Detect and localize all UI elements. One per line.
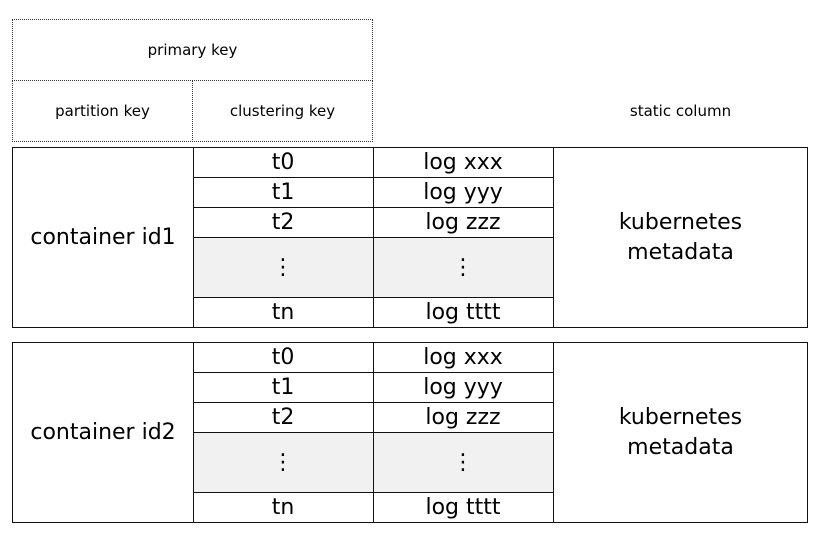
- divider: [193, 432, 553, 433]
- clustering-key-cell: t0: [193, 148, 373, 177]
- log-value-cell: log yyy: [373, 178, 553, 207]
- clustering-key-cell: t1: [193, 373, 373, 402]
- row-value: log yyy: [423, 374, 503, 400]
- clustering-key-label: clustering key: [229, 102, 336, 120]
- log-value-cell: log zzz: [373, 208, 553, 237]
- static-line: kubernetes: [618, 209, 743, 235]
- log-value-cell: log tttt: [373, 298, 553, 327]
- static-line: metadata: [627, 434, 734, 460]
- ellipsis-glyph: ⋮: [272, 254, 294, 280]
- row-value: log yyy: [423, 179, 503, 205]
- divider: [193, 237, 553, 238]
- log-value-cell: log tttt: [373, 493, 553, 522]
- divider: [193, 402, 553, 403]
- partition-block-1: container id1 t0 log xxx t1 log yyy t2 l…: [12, 147, 808, 328]
- partition-key-value: container id2: [30, 420, 176, 445]
- primary-key-label: primary key: [147, 41, 238, 59]
- row-value: log zzz: [425, 209, 501, 235]
- partition-key-header: partition key: [12, 80, 193, 142]
- partition-key-value: container id1: [30, 225, 176, 250]
- ellipsis-key: ⋮: [193, 433, 373, 492]
- log-value-cell: log xxx: [373, 343, 553, 372]
- divider: [193, 207, 553, 208]
- divider: [553, 343, 554, 522]
- partition-key-cell: container id1: [13, 148, 193, 327]
- clustering-key-cell: tn: [193, 493, 373, 522]
- ellipsis-glyph: ⋮: [452, 254, 474, 280]
- clustering-key-header: clustering key: [192, 80, 373, 142]
- log-value-cell: log zzz: [373, 403, 553, 432]
- clustering-key-cell: t2: [193, 403, 373, 432]
- row-value: log zzz: [425, 404, 501, 430]
- divider: [193, 372, 553, 373]
- static-column-cell: kubernetes metadata: [554, 343, 807, 530]
- ellipsis-glyph: ⋮: [272, 449, 294, 475]
- row-key: t2: [271, 404, 295, 430]
- row-key: t0: [271, 344, 295, 370]
- row-key: tn: [271, 494, 295, 520]
- divider: [193, 492, 553, 493]
- divider: [193, 177, 553, 178]
- clustering-key-cell: tn: [193, 298, 373, 327]
- static-line: metadata: [627, 239, 734, 265]
- ellipsis-key: ⋮: [193, 238, 373, 297]
- static-column-label: static column: [629, 102, 732, 120]
- row-value: log xxx: [423, 344, 503, 370]
- row-key: t2: [271, 209, 295, 235]
- log-value-cell: log xxx: [373, 148, 553, 177]
- static-line: kubernetes: [618, 404, 743, 430]
- ellipsis-value: ⋮: [373, 433, 553, 492]
- static-column-header: static column: [553, 80, 808, 142]
- ellipsis-glyph: ⋮: [452, 449, 474, 475]
- row-key: t0: [271, 149, 295, 175]
- row-key: tn: [271, 299, 295, 325]
- row-key: t1: [271, 374, 295, 400]
- row-key: t1: [271, 179, 295, 205]
- primary-key-header: primary key: [12, 19, 373, 81]
- clustering-key-cell: t0: [193, 343, 373, 372]
- clustering-key-cell: t2: [193, 208, 373, 237]
- row-value: log xxx: [423, 149, 503, 175]
- partition-block-2: container id2 t0 log xxx t1 log yyy t2 l…: [12, 342, 808, 523]
- divider: [193, 297, 553, 298]
- static-column-cell: kubernetes metadata: [554, 148, 807, 335]
- partition-key-label: partition key: [55, 102, 150, 120]
- row-value: log tttt: [425, 299, 501, 325]
- ellipsis-value: ⋮: [373, 238, 553, 297]
- clustering-key-cell: t1: [193, 178, 373, 207]
- log-value-cell: log yyy: [373, 373, 553, 402]
- partition-key-cell: container id2: [13, 343, 193, 522]
- row-value: log tttt: [425, 494, 501, 520]
- divider: [553, 148, 554, 327]
